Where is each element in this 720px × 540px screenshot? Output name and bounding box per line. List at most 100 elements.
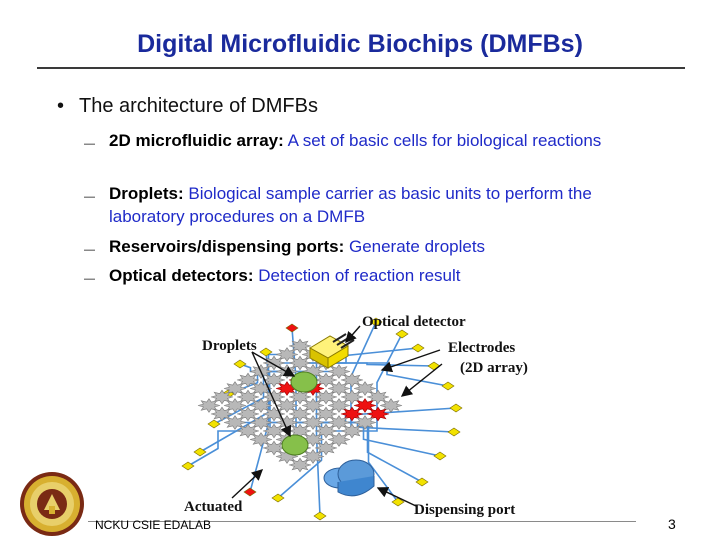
electrode-cell bbox=[223, 398, 247, 413]
bullet-dot: • bbox=[57, 95, 65, 117]
droplet-lower bbox=[281, 434, 309, 456]
contact-pad bbox=[181, 461, 195, 471]
dmfb-diagram: Optical detector Droplets Electrodes (2D… bbox=[181, 314, 528, 521]
sub-bullet-detectors: — Optical detectors: Detection of reacti… bbox=[84, 264, 669, 287]
electrode-cell bbox=[249, 415, 273, 430]
title-divider bbox=[37, 67, 685, 69]
electrode-cell bbox=[301, 398, 325, 413]
electrode-cell bbox=[353, 381, 377, 396]
dash-marker: — bbox=[84, 138, 95, 150]
sub-bullet-droplets: — Droplets: Biological sample carrier as… bbox=[84, 182, 669, 228]
dash-marker: — bbox=[84, 191, 95, 203]
electrode-cell bbox=[314, 440, 338, 456]
electrode-cell bbox=[288, 406, 312, 422]
contact-pad bbox=[313, 511, 327, 521]
contact-pad bbox=[193, 447, 207, 457]
electrode-cell bbox=[236, 372, 260, 388]
contact-pads bbox=[181, 317, 463, 521]
electrode-cell bbox=[249, 432, 273, 447]
sub-bullet-term: Droplets: bbox=[109, 184, 184, 203]
droplet-upper bbox=[290, 371, 318, 393]
electrode-actuated bbox=[340, 406, 364, 422]
label-dispensing-port: Dispensing port bbox=[414, 502, 515, 518]
electrode-wire bbox=[326, 321, 377, 432]
electrode-cell bbox=[288, 389, 312, 405]
electrode-cell bbox=[210, 406, 234, 422]
sub-bullet-term: Reservoirs/dispensing ports: bbox=[109, 237, 345, 256]
contact-pad bbox=[391, 497, 405, 507]
optical-detector-icon bbox=[309, 333, 355, 369]
footer-divider bbox=[88, 521, 636, 522]
electrode-cell bbox=[327, 398, 351, 413]
university-seal-logo bbox=[20, 472, 84, 536]
electrode-cell bbox=[327, 364, 351, 379]
annotation-arrows bbox=[231, 325, 443, 507]
electrode-cell bbox=[223, 381, 247, 396]
sub-bullet-reservoirs: — Reservoirs/dispensing ports: Generate … bbox=[84, 235, 669, 258]
contact-pad bbox=[259, 347, 273, 357]
electrode-cell bbox=[327, 432, 351, 447]
label-droplets: Droplets bbox=[202, 338, 257, 354]
electrode-cell bbox=[340, 372, 364, 388]
contact-pad bbox=[441, 381, 455, 391]
label-optical-detector: Optical detector bbox=[362, 314, 466, 330]
electrode-cell bbox=[262, 440, 286, 456]
label-electrodes: Electrodes bbox=[448, 340, 515, 356]
sub-bullet-desc: Generate droplets bbox=[348, 237, 486, 256]
contact-pad bbox=[433, 451, 447, 461]
electrode-cell bbox=[262, 372, 286, 388]
sub-bullet-desc: Detection of reaction result bbox=[258, 266, 461, 285]
electrode-cell bbox=[379, 398, 403, 413]
contact-pad bbox=[233, 359, 247, 369]
sub-bullet-term: 2D microfluidic array: bbox=[109, 131, 284, 150]
contact-pad bbox=[369, 317, 383, 327]
electrode-cell bbox=[340, 389, 364, 405]
contact-pad bbox=[449, 403, 463, 413]
contact-pad bbox=[285, 323, 299, 333]
electrode-cell bbox=[210, 389, 234, 405]
electrode-cell bbox=[262, 423, 286, 439]
label-electrodes-sub: (2D array) bbox=[460, 360, 528, 376]
electrode-cell bbox=[288, 457, 312, 473]
electrode-actuated bbox=[366, 406, 390, 422]
contact-pad bbox=[271, 493, 285, 503]
electrode-cell bbox=[223, 415, 247, 430]
electrode-cell bbox=[327, 381, 351, 396]
contact-pad bbox=[243, 487, 257, 497]
contact-pad bbox=[207, 419, 221, 429]
electrode-cell bbox=[236, 406, 260, 422]
electrode-cell bbox=[236, 389, 260, 405]
contact-pad bbox=[427, 361, 441, 371]
electrode-cell bbox=[327, 415, 351, 430]
electrode-cell bbox=[366, 389, 390, 405]
page-number: 3 bbox=[668, 516, 676, 532]
electrode-cell bbox=[353, 415, 377, 430]
contact-pad bbox=[411, 343, 425, 353]
electrode-cell bbox=[249, 398, 273, 413]
sub-bullet-array: — 2D microfluidic array: A set of basic … bbox=[84, 129, 669, 152]
label-actuated: Actuated bbox=[184, 499, 243, 515]
contact-pad bbox=[395, 329, 409, 339]
contact-pad bbox=[447, 427, 461, 437]
electrode-wire bbox=[187, 430, 248, 467]
electrode-cell bbox=[288, 338, 312, 354]
dispensing-port-icon bbox=[323, 459, 375, 497]
sub-bullet-term: Optical detectors: bbox=[109, 266, 254, 285]
contact-pad bbox=[415, 477, 429, 487]
electrode-cell bbox=[262, 389, 286, 405]
electrode-cell bbox=[314, 389, 338, 405]
electrode-cell bbox=[314, 406, 338, 422]
footer-lab-name: NCKU CSIE EDALAB bbox=[95, 518, 212, 532]
electrode-cell bbox=[197, 398, 221, 413]
electrode-actuated bbox=[353, 398, 377, 413]
electrode-cell bbox=[236, 423, 260, 439]
electrode-cell bbox=[301, 415, 325, 430]
sub-bullet-desc: A set of basic cells for biological reac… bbox=[287, 131, 602, 150]
electrode-cell bbox=[340, 423, 364, 439]
electrode-cell bbox=[275, 347, 299, 362]
electrode-cell bbox=[314, 423, 338, 439]
dash-marker: — bbox=[84, 244, 95, 256]
electrode-cell bbox=[301, 449, 325, 464]
sub-bullet-desc: Biological sample carrier as basic units… bbox=[109, 184, 592, 226]
slide-title: Digital Microfluidic Biochips (DMFBs) bbox=[137, 30, 583, 58]
